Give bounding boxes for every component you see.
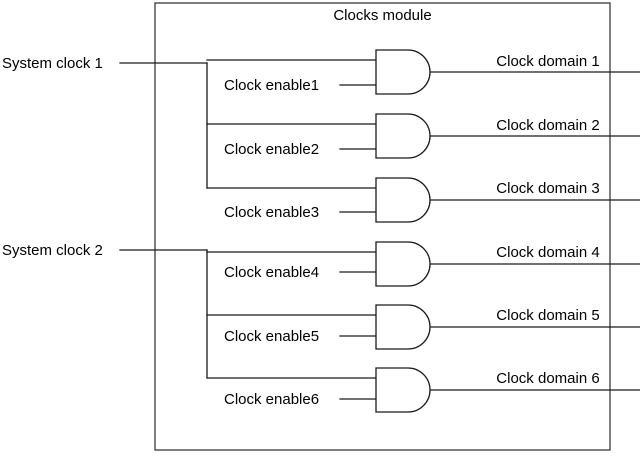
and-gate-2 — [375, 113, 431, 159]
gates-layer — [375, 49, 431, 413]
clocks-module-boundary — [154, 2, 611, 451]
and-gate-4 — [375, 241, 431, 287]
clock-enable-label-5: Clock enable5 — [224, 328, 319, 345]
clock-domain-label-2: Clock domain 2 — [496, 117, 599, 134]
clock-domain-label-4: Clock domain 4 — [496, 244, 599, 261]
system-clock-label-1: System clock 1 — [2, 55, 103, 72]
clock-domain-label-5: Clock domain 5 — [496, 307, 599, 324]
and-gate-6 — [375, 367, 431, 413]
and-gate-1 — [375, 49, 431, 95]
clock-enable-label-6: Clock enable6 — [224, 391, 319, 408]
labels-layer: System clock 1 System clock 2 Clock enable… — [2, 53, 600, 408]
clock-enable-label-1: Clock enable1 — [224, 77, 319, 94]
clock-enable-label-4: Clock enable4 — [224, 264, 319, 281]
wires-layer — [119, 59, 640, 400]
clock-domain-label-1: Clock domain 1 — [496, 53, 599, 70]
and-gate-3 — [375, 177, 431, 223]
clock-domain-label-3: Clock domain 3 — [496, 180, 599, 197]
clock-enable-label-2: Clock enable2 — [224, 141, 319, 158]
clock-domain-label-6: Clock domain 6 — [496, 370, 599, 387]
module-title: Clocks module — [333, 7, 431, 24]
clock-enable-label-3: Clock enable3 — [224, 204, 319, 221]
and-gate-5 — [375, 304, 431, 350]
system-clock-label-2: System clock 2 — [2, 242, 103, 259]
